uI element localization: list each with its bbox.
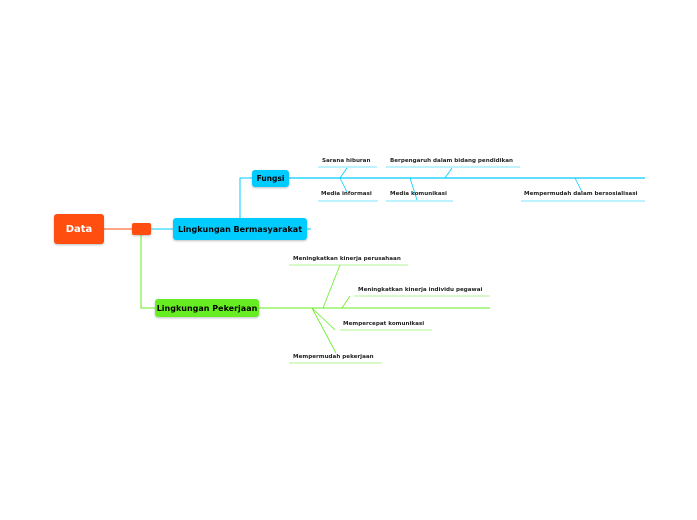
leaf-media-komunikasi[interactable]: Media komunikasi bbox=[390, 191, 447, 197]
node-fungsi[interactable]: Fungsi bbox=[252, 170, 289, 187]
leaf-meningkatkan-kinerja-perusahaan[interactable]: Meningkatkan kinerja perusahaan bbox=[293, 256, 401, 262]
node-label: Lingkungan Pekerjaan bbox=[156, 303, 258, 313]
leaf-meningkatkan-kinerja-individu[interactable]: Meningkatkan kinerja individu pegawai bbox=[358, 287, 483, 293]
node-lingkungan-pekerjaan[interactable]: Lingkungan Pekerjaan bbox=[155, 299, 259, 317]
leaf-mempercepat-komunikasi[interactable]: Mempercepat komunikasi bbox=[343, 321, 425, 327]
node-lingkungan-bermasyarakat[interactable]: Lingkungan Bermasyarakat bbox=[173, 218, 307, 240]
leaf-sarana-hiburan[interactable]: Sarana hiburan bbox=[322, 158, 371, 164]
node-label: Lingkungan Bermasyarakat bbox=[177, 224, 303, 234]
leaf-mempermudah-pekerjaan[interactable]: Mempermudah pekerjaan bbox=[293, 354, 374, 360]
root-label: Data bbox=[65, 223, 93, 235]
root-node-data[interactable]: Data bbox=[54, 214, 104, 244]
leaf-media-informasi[interactable]: Media informasi bbox=[321, 191, 372, 197]
leaf-berpengaruh-pendidikan[interactable]: Berpengaruh dalam bidang pendidikan bbox=[390, 158, 514, 164]
branch-connector bbox=[132, 223, 151, 235]
leaf-mempermudah-bersosialisasi[interactable]: Mempermudah dalam bersosialisasi bbox=[524, 191, 638, 197]
node-label: Fungsi bbox=[256, 174, 285, 183]
